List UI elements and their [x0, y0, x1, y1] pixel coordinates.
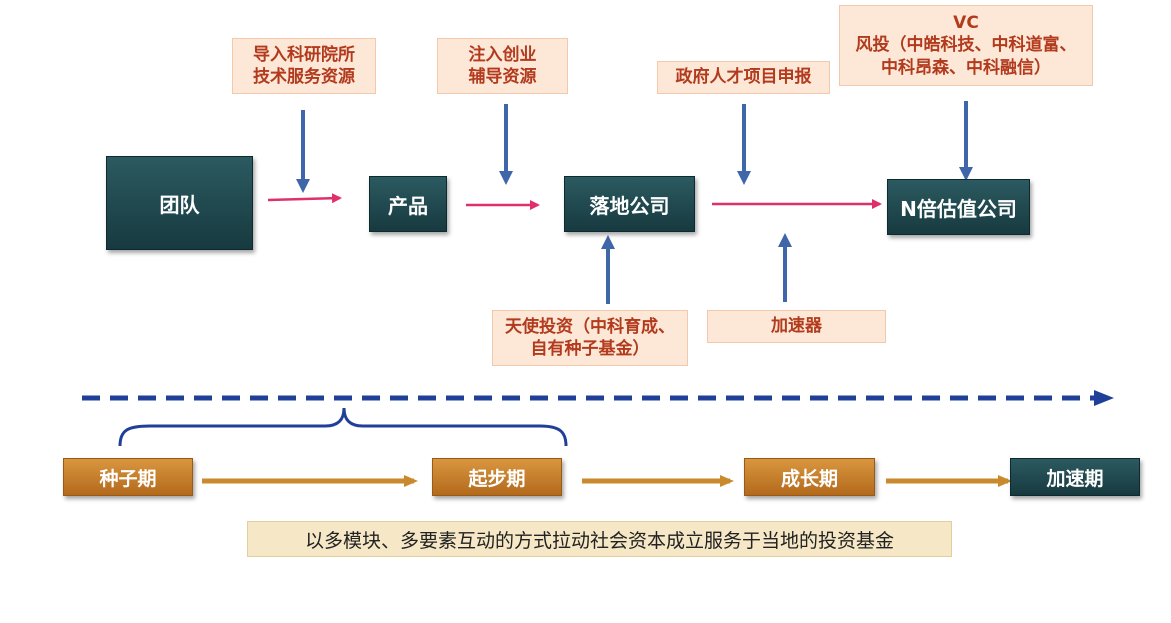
node-team: 团队 [106, 156, 253, 250]
node-valuation-company-label: N倍估值公司 [900, 196, 1017, 221]
summary-text: 以多模块、多要素互动的方式拉动社会资本成立服务于当地的投资基金 [304, 529, 894, 552]
node-valuation-company: N倍估值公司 [887, 179, 1030, 235]
note-vc-line-2: 风投（中皓科技、中科道富、 [855, 35, 1077, 56]
note-angel-line-1: 天使投资（中科育成、 [505, 316, 675, 337]
stage-growth-label: 成长期 [780, 467, 838, 490]
stage-startup-label: 起步期 [468, 467, 526, 490]
summary-banner: 以多模块、多要素互动的方式拉动社会资本成立服务于当地的投资基金 [247, 521, 952, 557]
note-government-program: 政府人才项目申报 [657, 61, 830, 94]
note-vc: VC 风投（中皓科技、中科道富、 中科昂森、中科融信） [839, 5, 1093, 86]
node-product: 产品 [369, 176, 447, 232]
note-incubation-resources: 注入创业 辅导资源 [437, 38, 568, 94]
node-team-label: 团队 [159, 192, 200, 217]
note-research-resources: 导入科研院所 技术服务资源 [232, 38, 376, 94]
note-accelerator: 加速器 [707, 310, 886, 343]
note-angel-line-2: 自有种子基金） [530, 339, 650, 359]
stage-acceleration-label: 加速期 [1046, 467, 1104, 490]
note-incubation-line-2: 辅导资源 [468, 67, 537, 87]
note-research-line-1: 导入科研院所 [253, 44, 355, 65]
note-vc-line-1: VC [953, 13, 979, 34]
node-landing-company-label: 落地公司 [589, 193, 670, 218]
note-government-label: 政府人才项目申报 [675, 67, 812, 88]
note-incubation-line-1: 注入创业 [468, 44, 537, 65]
stage-acceleration: 加速期 [1010, 458, 1140, 496]
note-accelerator-label: 加速器 [771, 316, 822, 337]
arrow-team-to-product [267, 193, 342, 204]
note-vc-line-3: 中科昂森、中科融信） [881, 57, 1051, 78]
stage-startup: 起步期 [432, 458, 562, 496]
note-research-line-2: 技术服务资源 [253, 67, 355, 87]
stage-seed-label: 种子期 [99, 467, 157, 490]
stage-brace [118, 407, 568, 447]
stage-seed: 种子期 [63, 458, 193, 496]
note-angel-investment: 天使投资（中科育成、 自有种子基金） [492, 310, 688, 366]
node-landing-company: 落地公司 [564, 176, 695, 232]
stage-growth: 成长期 [744, 458, 875, 496]
node-product-label: 产品 [388, 193, 428, 218]
